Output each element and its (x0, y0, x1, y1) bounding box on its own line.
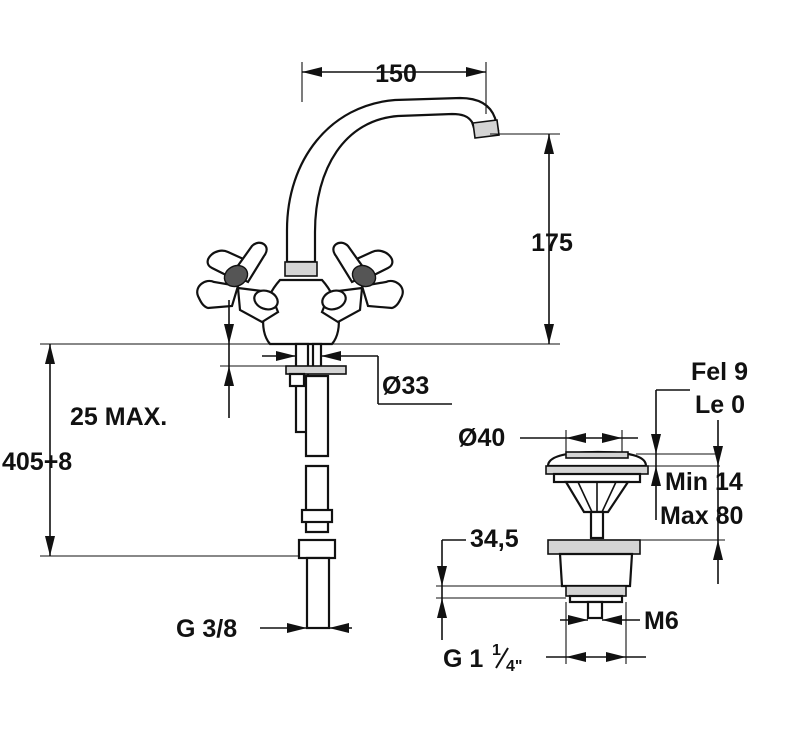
drain-thread (565, 585, 627, 597)
left-handle (196, 241, 280, 324)
supply-hose-upper (304, 374, 330, 458)
svg-text:1: 1 (492, 642, 501, 659)
label-min-14: Min 14 (665, 468, 743, 496)
faucet-body (262, 278, 340, 346)
hose-ferrule (300, 508, 334, 524)
label-width-150: 150 (375, 60, 417, 88)
svg-text:G 1: G 1 (443, 645, 483, 673)
popup-flange (545, 465, 649, 475)
label-fel-9: Fel 9 (691, 358, 748, 386)
drain-valve (545, 450, 649, 620)
drain-bolt (586, 600, 604, 620)
drain-body (558, 552, 634, 588)
dimensions-drain (436, 389, 725, 664)
mounting-washer (285, 365, 347, 375)
label-diameter-33: Ø33 (382, 372, 429, 400)
label-34-5: 34,5 (470, 525, 519, 553)
right-handle (320, 241, 404, 324)
popup-flange-lower (552, 472, 642, 484)
faucet-spout (285, 96, 500, 264)
dimensions-faucet (40, 62, 560, 633)
label-diameter-40: Ø40 (458, 424, 505, 452)
faucet-collar (284, 261, 318, 277)
label-m6: M6 (644, 607, 679, 635)
hose-tail (305, 556, 331, 630)
label-25-max: 25 MAX. (70, 403, 167, 431)
label-g-3-8: G 3/8 (176, 615, 237, 643)
label-max-80: Max 80 (660, 502, 743, 530)
drain-flange (547, 539, 641, 555)
mounting-nut (288, 372, 306, 388)
label-g-1-1-4: G 1 1 4" (443, 642, 522, 675)
label-le-0: Le 0 (695, 391, 745, 419)
faucet-nozzle (472, 119, 500, 139)
hose-nut (297, 538, 337, 560)
label-height-175: 175 (531, 229, 573, 257)
faucet (196, 96, 500, 630)
label-405-8: 405+8 (2, 448, 72, 476)
popup-cap-ring (565, 451, 629, 459)
svg-text:4": 4" (506, 658, 522, 675)
popup-stem (589, 510, 605, 540)
